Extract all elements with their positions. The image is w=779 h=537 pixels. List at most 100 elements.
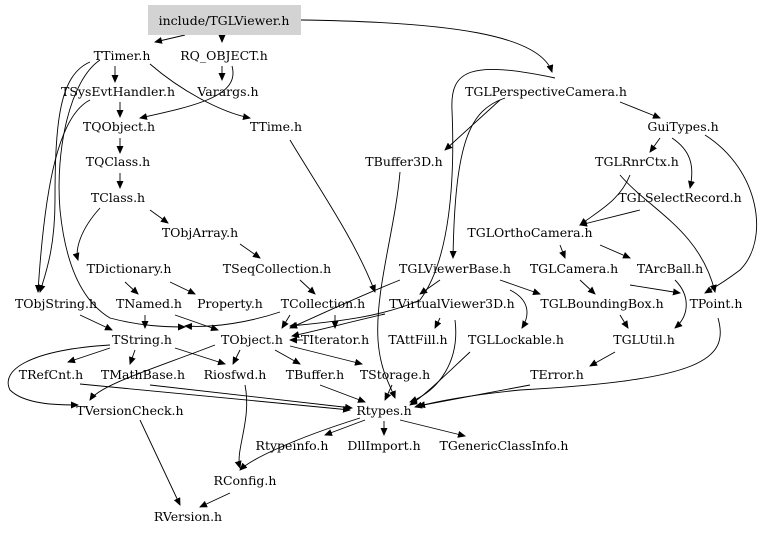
node-tobjarray[interactable]: TObjArray.h (162, 225, 238, 240)
node-tqclass[interactable]: TQClass.h (86, 154, 150, 169)
edge-tstorage-rtypes (384, 384, 393, 401)
node-tsysevthandler[interactable]: TSysEvtHandler.h (61, 84, 175, 99)
node-tclass[interactable]: TClass.h (91, 190, 145, 205)
node-tcollection[interactable]: TCollection.h (281, 296, 365, 311)
node-tglrnrctx[interactable]: TGLRnrCtx.h (595, 154, 679, 169)
node-tglperspectivecamera[interactable]: TGLPerspectiveCamera.h (465, 84, 627, 99)
edge-tglselectrecord-tglorthocamera (579, 209, 641, 227)
node-tvirtualviewer3d[interactable]: TVirtualViewer3D.h (389, 296, 514, 311)
edge-rconfig-rversion (199, 492, 231, 508)
edge-tsysevthandler-tobjstring (34, 99, 91, 293)
edge-ttimer-tobjstring (38, 61, 91, 293)
edge-tobject-tversioncheck (89, 344, 216, 401)
node-tpoint[interactable]: TPoint.h (690, 296, 743, 311)
node-rversion[interactable]: RVersion.h (154, 509, 222, 524)
node-tversioncheck[interactable]: TVersionCheck.h (76, 403, 183, 418)
edge-tnamed-tobject (174, 314, 219, 331)
edge-tglviewerbase-tglboundingbox (499, 279, 541, 295)
node-rconfig[interactable]: RConfig.h (214, 473, 277, 488)
node-tglviewerbase[interactable]: TGLViewerBase.h (399, 261, 511, 276)
node-property[interactable]: Property.h (197, 296, 263, 311)
node-terror[interactable]: TError.h (530, 367, 584, 382)
edge-riosfwd-rconfig (234, 384, 248, 469)
edge-tglperspectivecamera-tobject-loop (289, 68, 556, 329)
edge-tseqcollection-tcollection (299, 279, 316, 295)
edge-tversioncheck-rversion (139, 419, 181, 506)
node-varargs[interactable]: Varargs.h (196, 84, 258, 99)
node-tglboundingbox[interactable]: TGLBoundingBox.h (540, 296, 663, 311)
node-tseqcollection[interactable]: TSeqCollection.h (223, 261, 331, 276)
edge-tglperspectivecamera-guitypes (619, 101, 661, 119)
node-root[interactable]: include/TGLViewer.h (159, 13, 290, 28)
edge-tstring-tversioncheck (7, 344, 111, 409)
edge-tstring-riosfwd (174, 347, 226, 366)
root-node-box (148, 5, 301, 35)
node-titerator[interactable]: TIterator.h (301, 332, 369, 347)
node-trefcnt[interactable]: TRefCnt.h (19, 367, 83, 382)
edge-tglcamera-tpoint (629, 284, 681, 296)
node-riosfwd[interactable]: Riosfwd.h (204, 367, 267, 382)
edge-guitypes-tglselectrecord (671, 137, 695, 189)
edge-tobjarray-tseqcollection (239, 243, 261, 259)
dependency-edges (7, 19, 758, 508)
edge-root-tglperspectivecamera (300, 19, 554, 73)
node-tgenericclassinfo[interactable]: TGenericClassInfo.h (440, 438, 569, 453)
edge-tmathbase-rtypes (149, 384, 353, 411)
node-tglorthocamera[interactable]: TGLOrthoCamera.h (467, 225, 592, 240)
node-dllimport[interactable]: DllImport.h (347, 438, 420, 453)
node-tarcball[interactable]: TArcBall.h (637, 261, 703, 276)
node-tdictionary[interactable]: TDictionary.h (87, 261, 172, 276)
node-tglselectrecord[interactable]: TGLSelectRecord.h (618, 190, 741, 205)
node-tobject[interactable]: TObject.h (221, 332, 283, 347)
node-tglutil[interactable]: TGLUtil.h (613, 332, 675, 347)
edge-tbuffer3d-tobject (377, 171, 401, 399)
edge-tobject-tbuffer (274, 349, 301, 365)
edge-tstring-trefcnt (67, 347, 111, 364)
edge-tclass-tdictionary (72, 207, 101, 261)
edge-tdictionary-property (169, 281, 196, 295)
edge-ttimer-ttime (149, 63, 251, 121)
edge-tvirtualviewer3d-tattfill (434, 317, 442, 329)
node-tglcamera[interactable]: TGLCamera.h (530, 261, 618, 276)
edge-tcollection-tobject (281, 314, 291, 329)
node-tobjstring[interactable]: TObjString.h (15, 296, 97, 311)
edge-tglutil-terror (589, 351, 616, 367)
node-tgllockable[interactable]: TGLLockable.h (468, 332, 564, 347)
edge-root-ttimer (154, 34, 186, 44)
node-tstring[interactable]: TString.h (112, 332, 172, 347)
node-rtypes[interactable]: Rtypes.h (356, 403, 411, 418)
node-tbuffer3d[interactable]: TBuffer3D.h (365, 154, 442, 169)
edge-tglviewerbase-tobject (289, 279, 401, 329)
edge-tobject-riosfwd (232, 349, 241, 365)
node-tbuffer[interactable]: TBuffer.h (286, 367, 344, 382)
node-tstorage[interactable]: TStorage.h (360, 367, 430, 382)
edge-tcollection-tobject-b (184, 311, 281, 330)
node-tattfill[interactable]: TAttFill.h (388, 332, 447, 347)
edge-tglperspectivecamera-tglviewerbase (449, 97, 506, 259)
edge-tobjstring-tstring (79, 314, 113, 331)
edge-tglviewerbase-tgllockable (509, 289, 529, 329)
node-ttimer[interactable]: TTimer.h (94, 48, 151, 63)
node-ttime[interactable]: TTime.h (250, 119, 302, 134)
node-tnamed[interactable]: TNamed.h (116, 296, 182, 311)
edge-rtypes-rtypeinfo (324, 419, 366, 436)
edge-terror-rtypes (417, 384, 531, 409)
edge-ttimer-tobject-long (58, 59, 186, 331)
edge-ttime-tvirtualviewer3d (289, 139, 376, 293)
edge-tdictionary-tnamed (124, 281, 139, 295)
edge-trefcnt-rtypes (79, 383, 351, 413)
edge-tarcball-tglutil (674, 279, 687, 329)
edge-tglorthocamera-tarcball (599, 244, 631, 259)
node-tmathbase[interactable]: TMathBase.h (101, 367, 185, 382)
node-guitypes[interactable]: GuiTypes.h (647, 119, 718, 134)
edge-tpoint-rtypes (414, 317, 721, 409)
node-rqobject[interactable]: RQ_OBJECT.h (180, 48, 268, 63)
node-rtypeinfo[interactable]: Rtypeinfo.h (256, 438, 329, 453)
edge-tobject-tstorage (289, 345, 363, 366)
edge-tclass-tobjarray (149, 209, 169, 224)
node-tqobject[interactable]: TQObject.h (83, 119, 155, 134)
graph-nodes: include/TGLViewer.h TTimer.h RQ_OBJECT.h… (15, 5, 742, 524)
edge-tglviewerbase-tvirtualviewer3d (419, 279, 441, 295)
edge-tglrnrctx-tpoint (619, 174, 717, 293)
